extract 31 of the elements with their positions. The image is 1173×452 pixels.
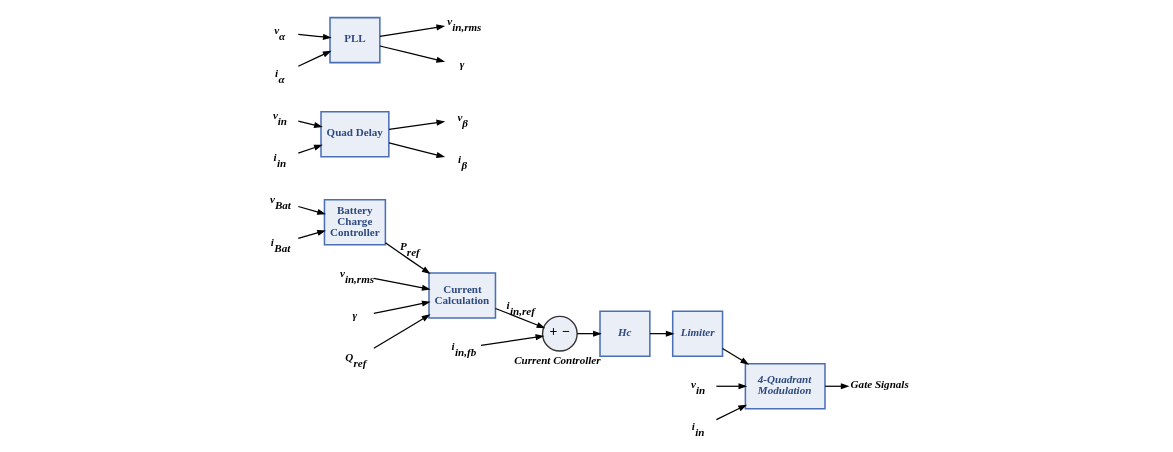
arrow — [297, 229, 326, 240]
arrow — [480, 334, 545, 347]
node-text: γ — [459, 57, 465, 70]
arrow — [379, 24, 446, 37]
arrow — [715, 383, 748, 390]
node-box: 4-Quadrant Modulation — [744, 363, 826, 410]
arrow — [297, 205, 326, 215]
arrow — [388, 119, 446, 131]
arrow — [384, 242, 431, 275]
arrow — [388, 142, 446, 158]
arrow — [373, 300, 431, 314]
arrow — [297, 33, 332, 40]
arrow — [297, 50, 332, 67]
node-box: Limiter — [671, 310, 724, 357]
arrow — [379, 45, 446, 63]
node-box: Hc — [599, 310, 651, 357]
arrow — [715, 404, 748, 421]
node-box: Battery Charge Controller — [323, 198, 387, 246]
arrow — [494, 307, 546, 329]
arrow — [373, 314, 431, 349]
node-text: Gate Signals — [850, 378, 909, 391]
node-box: PLL — [329, 16, 381, 64]
node-box: Current Calculation — [428, 272, 497, 319]
arrow — [297, 144, 323, 154]
arrow — [721, 347, 750, 365]
node-box: Quad Delay — [320, 111, 390, 158]
node-label: Current Controller — [514, 354, 601, 367]
arrow — [297, 120, 323, 128]
node-circle: + − — [541, 315, 578, 352]
arrow — [373, 277, 431, 291]
node-text: γ — [352, 308, 358, 321]
